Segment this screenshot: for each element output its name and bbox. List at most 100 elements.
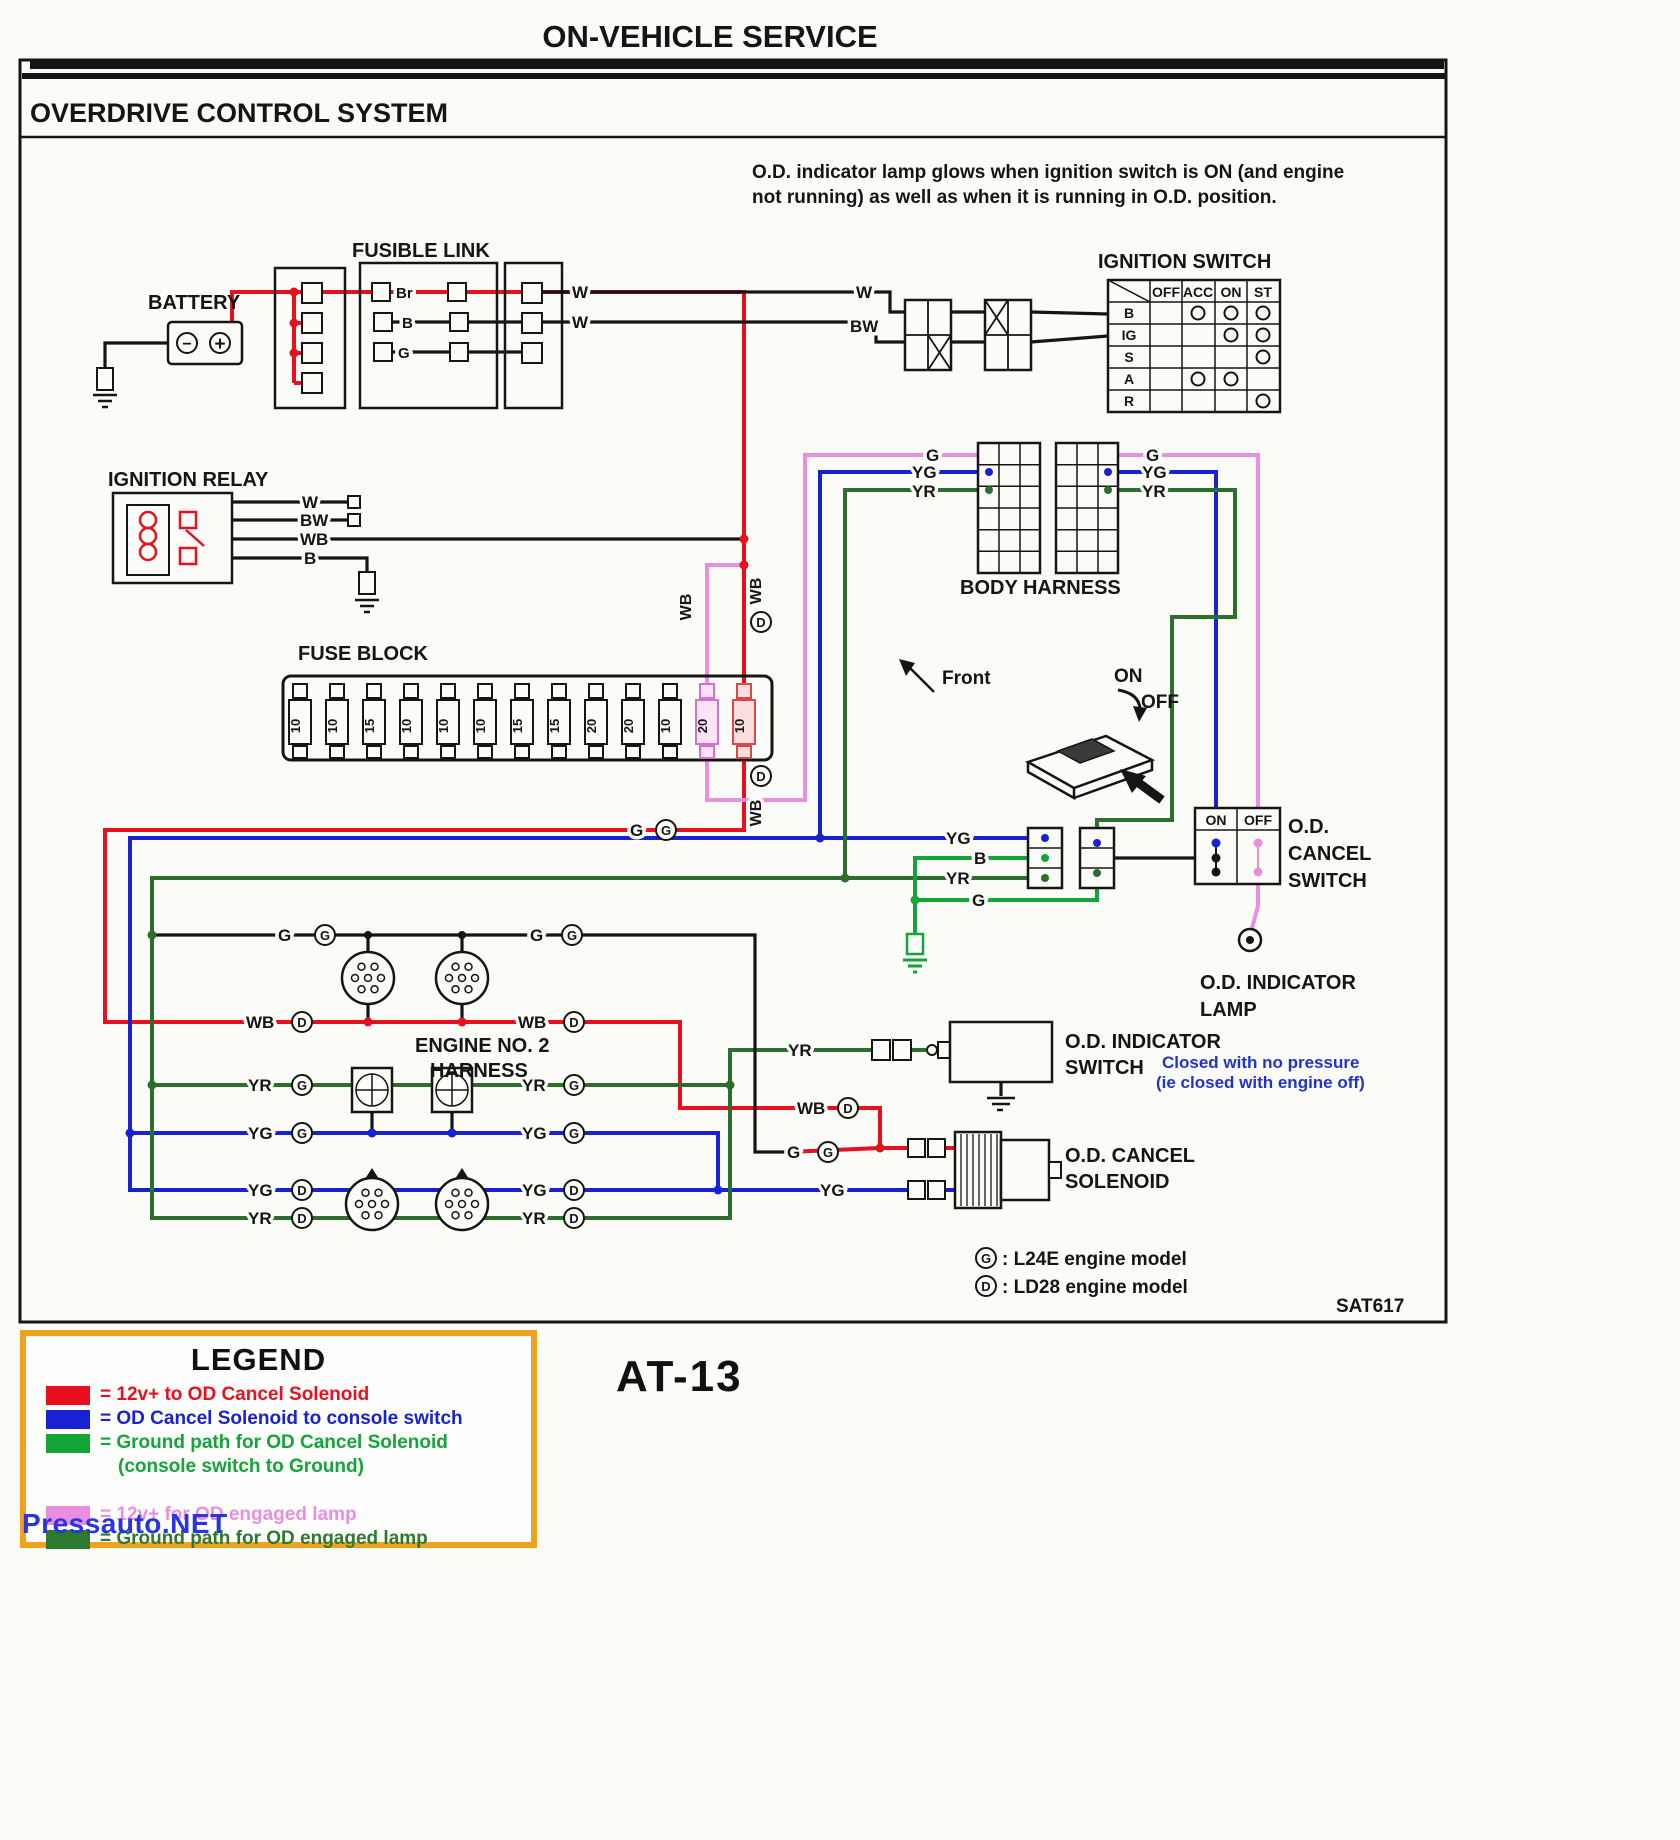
fuse — [551, 745, 567, 759]
fusible-link-block — [273, 261, 564, 410]
fuse — [584, 699, 608, 745]
fuse-rating: 10 — [399, 719, 414, 733]
fuse — [621, 699, 645, 745]
wire-label-wb: WB — [748, 800, 765, 827]
fuse-numbers: 10 10 15 10 10 10 15 15 20 20 10 20 10 — [288, 719, 747, 733]
circle-letter: D — [569, 1183, 578, 1198]
ign-row-s: S — [1124, 349, 1133, 365]
legend-item-lamp-ground: = Ground path for OD engaged lamp — [46, 1528, 531, 1550]
fuse-rating: 15 — [362, 719, 377, 733]
fuse — [514, 683, 530, 699]
diagram-labels: ON-VEHICLE SERVICE OVERDRIVE CONTROL SYS… — [30, 19, 1404, 1317]
engine-model-g-label: : L24E engine model — [1002, 1249, 1187, 1270]
wire-label-yg: YG — [248, 1181, 273, 1200]
ignition-switch-label: IGNITION SWITCH — [1098, 251, 1271, 273]
cancel-switch-off: OFF — [1244, 812, 1272, 828]
fuse — [325, 699, 349, 745]
console-switch-illustration — [899, 659, 1165, 804]
legend-text-pink: = 12v+ for OD engaged lamp — [100, 1504, 357, 1525]
fuse — [477, 683, 493, 699]
wire-label-wb: WB — [678, 594, 695, 621]
circle-letter: D — [843, 1101, 852, 1116]
battery-label: BATTERY — [148, 292, 241, 314]
ign-col-off: OFF — [1152, 284, 1180, 300]
engine-model-d-label: : LD28 engine model — [1002, 1277, 1188, 1298]
fuse — [399, 699, 423, 745]
legend-text-blue: = OD Cancel Solenoid to console switch — [100, 1408, 463, 1429]
wire-green-ground — [913, 856, 1099, 934]
ign-row-a: A — [1124, 371, 1134, 387]
fuse-rating: 10 — [325, 719, 340, 733]
circle-letter: D — [297, 1211, 306, 1226]
legend-item-red: = 12v+ to OD Cancel Solenoid — [46, 1384, 531, 1406]
od-cancel-switch-symbol — [1193, 806, 1282, 886]
fuse-rating: 15 — [510, 719, 525, 733]
wire-label-g: G — [530, 926, 543, 945]
engine-model-d-circle: D — [981, 1279, 990, 1294]
fuse — [662, 745, 678, 759]
circle-letter: D — [297, 1183, 306, 1198]
pressure-note-2: (ie closed with engine off) — [1156, 1073, 1365, 1092]
fuse — [588, 745, 604, 759]
fuse-rating: 10 — [473, 719, 488, 733]
legend-item-green: = Ground path for OD Cancel Solenoid — [46, 1432, 531, 1454]
circle-letter: G — [569, 1126, 579, 1141]
note-line-2: not running) as well as when it is runni… — [752, 187, 1277, 208]
console-on-label: ON — [1114, 666, 1143, 687]
wire-label-b: B — [974, 849, 986, 868]
od-cancel-switch-label-2: CANCEL — [1288, 843, 1371, 865]
od-indicator-switch-label-1: O.D. INDICATOR — [1065, 1031, 1221, 1053]
wire-label-yr: YR — [912, 482, 936, 501]
fuse — [625, 745, 641, 759]
wire-label-yg: YG — [248, 1124, 273, 1143]
fuse — [695, 699, 719, 745]
ign-row-ig: IG — [1122, 327, 1137, 343]
wire-label-w: W — [856, 283, 873, 302]
circle-letter: G — [567, 928, 577, 943]
fuse-rating: 10 — [732, 719, 747, 733]
od-cancel-solenoid-label-2: SOLENOID — [1065, 1171, 1169, 1193]
fuse — [477, 745, 493, 759]
console-ground-symbol — [903, 932, 927, 974]
fuse — [366, 745, 382, 759]
od-indicator-lamp-label-1: O.D. INDICATOR — [1200, 972, 1356, 994]
engine-harness-label-2: HARNESS — [430, 1060, 528, 1082]
fuse-rating: 20 — [621, 719, 636, 733]
legend-text-red: = 12v+ to OD Cancel Solenoid — [100, 1384, 370, 1405]
wire-label-wb: WB — [518, 1013, 546, 1032]
fuse — [329, 683, 345, 699]
wire-label-wb: WB — [797, 1099, 825, 1118]
fuse-block-label: FUSE BLOCK — [298, 643, 429, 665]
fuse — [436, 699, 460, 745]
ign-col-st: ST — [1254, 284, 1272, 300]
circle-letter: G — [569, 1078, 579, 1093]
engine-harness-connectors — [340, 950, 490, 1232]
ignition-relay-symbol — [111, 491, 361, 585]
body-harness-label: BODY HARNESS — [960, 577, 1121, 599]
console-off-label: OFF — [1141, 692, 1179, 713]
battery-symbol — [166, 320, 244, 366]
wire-label-g: G — [787, 1143, 800, 1162]
legend-swatch-red — [46, 1385, 90, 1405]
wire-label-b: B — [304, 549, 316, 568]
ign-row-r: R — [1124, 393, 1134, 409]
od-cancel-switch-label-1: O.D. — [1288, 816, 1329, 838]
wire-label-wb: WB — [300, 530, 328, 549]
ign-row-b: B — [1124, 305, 1134, 321]
fuse — [440, 745, 456, 759]
note-line-1: O.D. indicator lamp glows when ignition … — [752, 162, 1344, 183]
fuse — [292, 745, 308, 759]
circle-letter: G — [661, 823, 671, 838]
wire-black — [103, 290, 1195, 1154]
fuse — [292, 683, 308, 699]
fuse — [699, 683, 715, 699]
relay-ground-symbol — [355, 571, 379, 614]
ign-col-on: ON — [1221, 284, 1242, 300]
legend-text-green: = Ground path for OD Cancel Solenoid — [100, 1432, 448, 1453]
circle-letter: D — [756, 769, 765, 784]
wire-label-wb: WB — [246, 1013, 274, 1032]
ign-col-acc: ACC — [1183, 284, 1213, 300]
engine-model-g-circle: G — [981, 1251, 991, 1266]
fuse-rating: 20 — [584, 719, 599, 733]
fuse — [403, 683, 419, 699]
